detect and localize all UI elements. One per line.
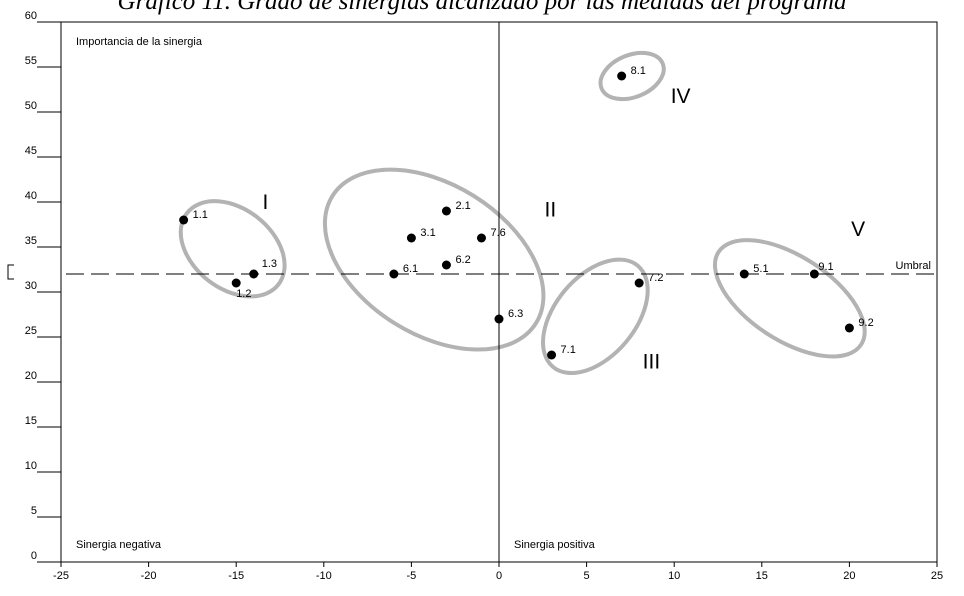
data-point — [389, 269, 399, 279]
axes: -25 -20 -15 -10 -5 0 5 10 15 20 25 0 5 10 15 20 25 30 35 40… — [7, 10, 943, 582]
group-label: III — [643, 351, 661, 374]
y-tick-label: 45 — [25, 145, 37, 157]
point-label: 1.3 — [262, 258, 277, 270]
group-label: IV — [671, 85, 691, 108]
data-point — [179, 215, 189, 225]
corner-label-negative: Sinergia negativa — [76, 539, 162, 551]
x-tick-label: 5 — [584, 570, 590, 582]
data-point — [494, 314, 504, 324]
point-label: 7.2 — [648, 272, 663, 284]
chart-title: Gráfico 11. Grado de sinergias alcanzado… — [117, 0, 847, 15]
y-tick-label: 35 — [25, 235, 37, 247]
data-point — [809, 269, 819, 279]
bracket-mark — [7, 264, 14, 280]
group-ellipse — [598, 50, 666, 102]
group-ellipse — [712, 238, 867, 359]
y-tick-label: 20 — [25, 370, 37, 382]
data-points — [179, 71, 854, 360]
group-label: I — [262, 191, 268, 214]
data-point — [441, 206, 451, 216]
y-tick-label: 0 — [31, 550, 37, 562]
corner-label-positive: Sinergia positiva — [514, 539, 596, 551]
data-point — [634, 278, 644, 288]
x-tick-label: 10 — [668, 570, 680, 582]
threshold-label: Umbral — [896, 260, 931, 272]
data-point — [844, 323, 854, 333]
group-ellipses — [178, 50, 867, 376]
point-label: 1.2 — [236, 288, 251, 300]
x-tick-label: 20 — [843, 570, 855, 582]
y-tick-label: 15 — [25, 415, 37, 427]
point-label: 6.2 — [455, 254, 470, 266]
y-tick-label: 30 — [25, 280, 37, 292]
x-tick-label: -25 — [53, 570, 69, 582]
x-tick-label: -15 — [228, 570, 244, 582]
group-ellipse — [322, 167, 546, 352]
point-label: 7.6 — [490, 227, 505, 239]
x-tick-label: -20 — [141, 570, 157, 582]
point-label: 9.2 — [858, 317, 873, 329]
point-label: 9.1 — [818, 261, 833, 273]
group-label: V — [851, 218, 865, 241]
point-label: 7.1 — [561, 344, 576, 356]
y-tick-label: 10 — [25, 460, 37, 472]
data-point — [547, 350, 557, 360]
y-tick-label: 55 — [25, 55, 37, 67]
point-label: 8.1 — [631, 65, 646, 77]
data-point — [476, 233, 486, 243]
point-label: 1.1 — [193, 209, 208, 221]
x-tick-label: 0 — [496, 570, 502, 582]
y-tick-label: 60 — [25, 10, 37, 22]
corner-label-importance: Importancia de la sinergia — [76, 36, 203, 48]
group-ellipse — [541, 257, 650, 376]
x-tick-label: -10 — [316, 570, 332, 582]
y-tick-label: 5 — [31, 505, 37, 517]
point-label: 3.1 — [420, 227, 435, 239]
point-label: 2.1 — [455, 200, 470, 212]
point-label: 6.1 — [403, 263, 418, 275]
point-label: 5.1 — [753, 263, 768, 275]
data-point — [617, 71, 627, 81]
point-label: 6.3 — [508, 308, 523, 320]
data-point — [231, 278, 241, 288]
data-point — [739, 269, 749, 279]
y-tick-label: 50 — [25, 100, 37, 112]
x-tick-label: 25 — [931, 570, 943, 582]
y-tick-label: 25 — [25, 325, 37, 337]
y-tick-label: 40 — [25, 190, 37, 202]
group-ellipse — [178, 199, 287, 299]
data-point — [441, 260, 451, 270]
data-point — [249, 269, 259, 279]
x-tick-label: -5 — [407, 570, 417, 582]
x-tick-label: 15 — [756, 570, 768, 582]
group-label: II — [545, 198, 557, 221]
data-point — [406, 233, 416, 243]
